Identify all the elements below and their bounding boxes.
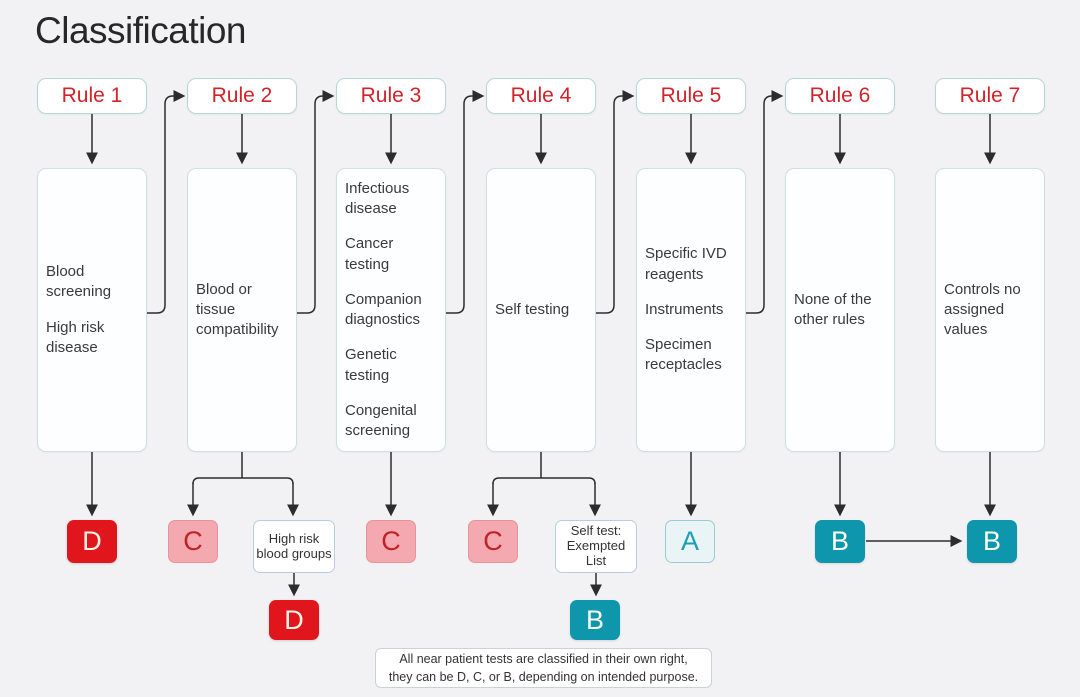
self-test-exempted-list-box: Self test: Exempted List <box>555 520 637 573</box>
rule-7-criteria-box: Controls no assigned values <box>935 168 1045 452</box>
page-title: Classification <box>35 10 246 51</box>
criteria-item: Specific IVD reagents <box>645 245 727 283</box>
rule-6-criteria-box: None of the other rules <box>785 168 895 452</box>
rule-5-criteria-box: Specific IVD reagents Instruments Specim… <box>636 168 746 452</box>
criteria-item: Blood screening <box>46 263 112 301</box>
rule-2-label: Rule 2 <box>211 84 273 107</box>
criteria-item: Congenital screening <box>345 401 417 439</box>
class-b-tag-rule7: B <box>967 520 1017 563</box>
criteria-item: Cancer testing <box>345 235 394 273</box>
criteria-item: Self testing <box>495 300 570 318</box>
criteria-item: Controls no assigned values <box>944 280 1021 339</box>
class-a-tag-rule5: A <box>665 520 715 563</box>
rule-3-box: Rule 3 <box>336 78 446 114</box>
rule-3-label: Rule 3 <box>360 84 422 107</box>
criteria-item: Companion diagnostics <box>345 290 422 328</box>
rule-1-label: Rule 1 <box>61 84 123 107</box>
rule-3-criteria-box: Infectious disease Cancer testing Compan… <box>336 168 446 452</box>
criteria-item: High risk disease <box>46 318 105 356</box>
connector-rule4-to-rule5 <box>596 90 635 314</box>
rule-6-label: Rule 6 <box>809 84 871 107</box>
rule-1-criteria-box: Blood screening High risk disease <box>37 168 147 452</box>
class-b-tag-rule6: B <box>815 520 865 563</box>
connector-rule5-to-rule6 <box>746 90 784 314</box>
rule-4-criteria-box: Self testing <box>486 168 596 452</box>
rule-2-criteria-box: Blood or tissue compatibility <box>187 168 297 452</box>
connector-rule3-to-rule4 <box>446 90 485 314</box>
criteria-item: Blood or tissue compatibility <box>196 280 279 339</box>
near-patient-tests-note: All near patient tests are classified in… <box>375 648 712 688</box>
class-c-tag-rule3: C <box>366 520 416 563</box>
class-c-tag-rule4: C <box>468 520 518 563</box>
rule-2-box: Rule 2 <box>187 78 297 114</box>
branch-rule4-bar <box>492 477 596 485</box>
criteria-item: Infectious disease <box>345 179 410 217</box>
criteria-item: Genetic testing <box>345 346 397 384</box>
class-b-tag-rule4-sub: B <box>570 600 620 640</box>
rule-7-label: Rule 7 <box>959 84 1021 107</box>
class-d-tag-rule2-sub: D <box>269 600 319 640</box>
connector-rule1-to-rule2 <box>147 90 186 314</box>
rule-7-box: Rule 7 <box>935 78 1045 114</box>
connector-rule2-to-rule3 <box>297 90 335 314</box>
class-d-tag-rule1: D <box>67 520 117 563</box>
rule-5-label: Rule 5 <box>660 84 722 107</box>
criteria-item: Instruments <box>645 300 724 318</box>
high-risk-blood-groups-box: High risk blood groups <box>253 520 335 573</box>
rule-6-box: Rule 6 <box>785 78 895 114</box>
rule-4-box: Rule 4 <box>486 78 596 114</box>
rule-1-box: Rule 1 <box>37 78 147 114</box>
branch-rule2-bar <box>192 477 294 485</box>
rule-4-label: Rule 4 <box>510 84 572 107</box>
class-c-tag-rule2: C <box>168 520 218 563</box>
rule-5-box: Rule 5 <box>636 78 746 114</box>
criteria-item: Specimen receptacles <box>645 336 722 374</box>
criteria-item: None of the other rules <box>794 290 872 328</box>
